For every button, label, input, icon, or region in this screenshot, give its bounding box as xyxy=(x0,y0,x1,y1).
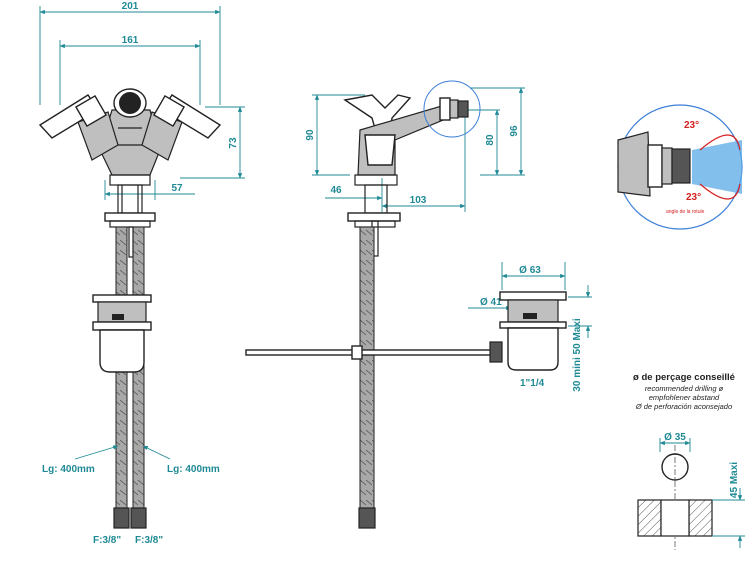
front-waste xyxy=(92,294,152,373)
dim-overall-width: 201 xyxy=(39,1,221,105)
drilling-note-es: Ø de perforación aconsejado xyxy=(635,402,732,411)
dim-side-height-80: 80 xyxy=(450,109,500,176)
dim-161-label: 161 xyxy=(122,35,139,46)
drilling-note-title: ø de perçage conseillé xyxy=(633,372,735,383)
dim-side-height-90: 90 xyxy=(305,94,365,176)
drilling-note: ø de perçage conseillé recommended drill… xyxy=(633,372,735,411)
front-mixer-body xyxy=(38,88,222,228)
drilling-detail: Ø 35 45 Maxi xyxy=(637,432,745,550)
front-view: 201 161 73 57 xyxy=(38,1,245,546)
dim-side-reach: 103 xyxy=(381,110,466,212)
angle-detail: 23° 23° angle de la rotule xyxy=(617,104,743,230)
dim-side-offset: 46 xyxy=(325,185,383,201)
dim-waste-outer-label: Ø 63 xyxy=(519,265,541,276)
waste-thread-label: 1"1/4 xyxy=(520,378,545,389)
dim-waste-outer: Ø 63 xyxy=(501,262,566,290)
dim-hole-label: Ø 35 xyxy=(664,432,686,443)
right-hose-thread: F:3/8" xyxy=(135,535,163,546)
angle-bottom-label: 23° xyxy=(686,192,701,203)
dim-deck-max: 45 Maxi xyxy=(712,462,745,548)
dim-side-height-96: 96 xyxy=(470,87,525,176)
dim-80-label: 80 xyxy=(485,134,496,146)
pop-up-rod xyxy=(245,341,503,363)
dim-handles-width: 161 xyxy=(59,35,201,105)
dim-103-label: 103 xyxy=(410,195,427,206)
drilling-note-de: empfohlener abstand xyxy=(649,393,720,402)
waste-detail: Ø 63 Ø 41 30 mini 50 Maxi 1"1/4 xyxy=(468,262,592,392)
dim-waste-range: 30 mini 50 Maxi xyxy=(568,285,592,392)
dim-waste-range-label: 30 mini 50 Maxi xyxy=(572,318,583,392)
side-hose xyxy=(358,226,376,529)
angle-top-label: 23° xyxy=(684,120,699,131)
dim-201-label: 201 xyxy=(122,1,139,12)
dim-waste-inner: Ø 41 xyxy=(468,297,512,311)
right-hose-length: Lg: 400mm xyxy=(167,464,220,475)
dim-waste-inner-label: Ø 41 xyxy=(480,297,502,308)
dim-57-label: 57 xyxy=(171,183,183,194)
front-hoses xyxy=(113,226,147,529)
dim-hole-diameter: Ø 35 xyxy=(659,432,691,452)
dim-96-label: 96 xyxy=(509,125,520,137)
dim-height-front: 73 xyxy=(180,106,245,179)
angle-caption: angle de la rotule xyxy=(666,209,705,215)
left-hose-thread: F:3/8" xyxy=(93,535,121,546)
side-view: 90 80 96 46 103 xyxy=(245,80,525,529)
side-mixer-body xyxy=(343,80,481,257)
dim-90-label: 90 xyxy=(305,129,316,141)
dim-spout-base: 57 xyxy=(104,180,195,200)
dim-46-label: 46 xyxy=(330,185,342,196)
drilling-note-en: recommended drilling ø xyxy=(645,384,724,393)
front-hose-labels: Lg: 400mm Lg: 400mm F:3/8" F:3/8" xyxy=(42,445,220,546)
dim-73-label: 73 xyxy=(228,137,239,149)
dim-deck-label: 45 Maxi xyxy=(729,462,740,498)
left-hose-length: Lg: 400mm xyxy=(42,464,95,475)
